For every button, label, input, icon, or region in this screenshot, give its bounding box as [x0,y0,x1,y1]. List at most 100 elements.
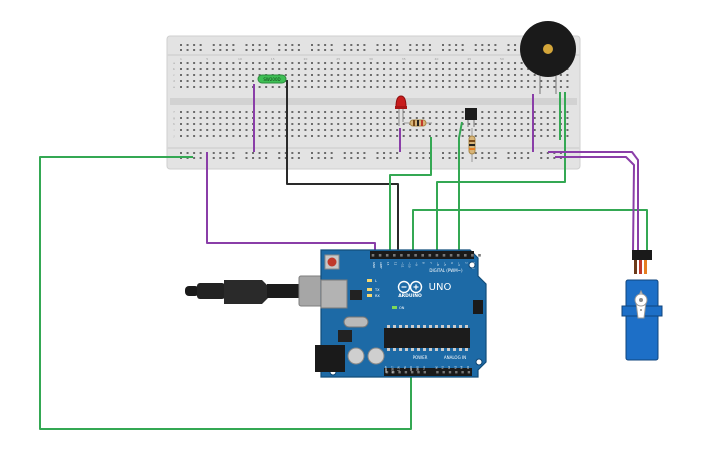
breadboard-hole[interactable] [396,49,399,51]
breadboard-hole[interactable] [311,111,313,113]
breadboard-hole[interactable] [324,111,327,113]
breadboard-hole[interactable] [402,135,405,137]
breadboard-hole[interactable] [317,157,320,159]
breadboard-hole[interactable] [245,62,248,64]
breadboard-hole[interactable] [180,117,182,119]
breadboard-hole[interactable] [389,152,392,154]
breadboard-hole[interactable] [297,123,300,125]
breadboard-hole[interactable] [415,129,418,131]
breadboard-hole[interactable] [448,152,451,154]
breadboard-hole[interactable] [245,49,248,51]
breadboard-hole[interactable] [514,129,517,131]
breadboard-hole[interactable] [553,135,556,137]
breadboard-hole[interactable] [238,62,241,64]
breadboard-hole[interactable] [481,157,484,159]
breadboard-hole[interactable] [461,49,464,51]
breadboard-hole[interactable] [442,80,444,82]
breadboard-hole[interactable] [291,49,294,51]
breadboard-hole[interactable] [376,49,379,51]
breadboard-hole[interactable] [193,152,196,154]
breadboard-hole[interactable] [494,129,497,131]
breadboard-hole[interactable] [278,157,281,159]
breadboard-hole[interactable] [474,74,477,76]
breadboard-hole[interactable] [232,49,235,51]
wire-green-buzzer[interactable] [436,92,566,256]
breadboard-hole[interactable] [219,111,222,113]
breadboard-hole[interactable] [474,62,477,64]
breadboard-hole[interactable] [540,80,543,82]
breadboard-hole[interactable] [212,44,215,46]
breadboard-hole[interactable] [350,86,353,88]
breadboard-hole[interactable] [514,157,517,159]
breadboard-hole[interactable] [258,68,261,70]
breadboard-hole[interactable] [428,44,431,46]
breadboard-hole[interactable] [199,49,202,51]
breadboard-hole[interactable] [507,157,510,159]
breadboard-hole[interactable] [376,111,379,113]
breadboard-hole[interactable] [180,123,182,125]
breadboard-hole[interactable] [442,111,444,113]
breadboard-hole[interactable] [533,123,536,125]
breadboard-hole[interactable] [448,62,451,64]
breadboard-hole[interactable] [180,74,182,76]
breadboard-hole[interactable] [265,135,268,137]
breadboard-hole[interactable] [527,129,530,131]
breadboard-hole[interactable] [193,117,196,119]
breadboard-hole[interactable] [389,80,392,82]
breadboard-hole[interactable] [540,152,543,154]
breadboard-hole[interactable] [376,123,379,125]
breadboard-hole[interactable] [415,152,418,154]
breadboard-hole[interactable] [245,68,248,70]
breadboard-hole[interactable] [206,111,209,113]
breadboard-hole[interactable] [199,123,202,125]
breadboard-hole[interactable] [546,135,549,137]
breadboard-hole[interactable] [199,135,202,137]
breadboard-hole[interactable] [383,49,386,51]
breadboard-hole[interactable] [500,129,503,131]
breadboard-hole[interactable] [546,80,549,82]
breadboard-hole[interactable] [520,74,523,76]
breadboard-hole[interactable] [337,117,340,119]
breadboard-hole[interactable] [494,49,497,51]
breadboard-hole[interactable] [225,80,228,82]
breadboard-hole[interactable] [540,111,543,113]
breadboard-hole[interactable] [415,157,418,159]
breadboard-hole[interactable] [422,80,425,82]
breadboard-hole[interactable] [455,49,458,51]
breadboard-hole[interactable] [363,123,366,125]
breadboard-hole[interactable] [461,157,464,159]
breadboard-hole[interactable] [180,68,182,70]
breadboard-hole[interactable] [278,111,281,113]
breadboard-hole[interactable] [396,152,399,154]
breadboard-hole[interactable] [468,74,471,76]
breadboard-hole[interactable] [199,74,202,76]
breadboard-hole[interactable] [533,111,536,113]
breadboard-hole[interactable] [186,152,189,154]
wire-green-transistor[interactable] [458,121,463,256]
breadboard-hole[interactable] [363,74,366,76]
breadboard-hole[interactable] [193,49,196,51]
breadboard-hole[interactable] [514,49,517,51]
breadboard-hole[interactable] [297,117,300,119]
breadboard-hole[interactable] [297,157,300,159]
breadboard-hole[interactable] [514,68,517,70]
breadboard-hole[interactable] [494,44,497,46]
breadboard-hole[interactable] [409,86,412,88]
breadboard-hole[interactable] [324,123,327,125]
breadboard-hole[interactable] [317,152,320,154]
breadboard-hole[interactable] [291,152,294,154]
breadboard-hole[interactable] [304,74,307,76]
breadboard-hole[interactable] [199,152,202,154]
wire-purple-servo-1[interactable] [548,151,639,252]
breadboard-hole[interactable] [297,80,300,82]
breadboard-hole[interactable] [330,80,333,82]
breadboard-hole[interactable] [350,68,353,70]
breadboard-hole[interactable] [396,135,399,137]
breadboard-hole[interactable] [317,49,320,51]
breadboard-hole[interactable] [337,62,340,64]
breadboard-hole[interactable] [527,68,530,70]
breadboard-hole[interactable] [481,111,484,113]
wire-green-servo-signal[interactable] [412,209,648,256]
breadboard-hole[interactable] [376,117,379,119]
breadboard-hole[interactable] [448,135,451,137]
